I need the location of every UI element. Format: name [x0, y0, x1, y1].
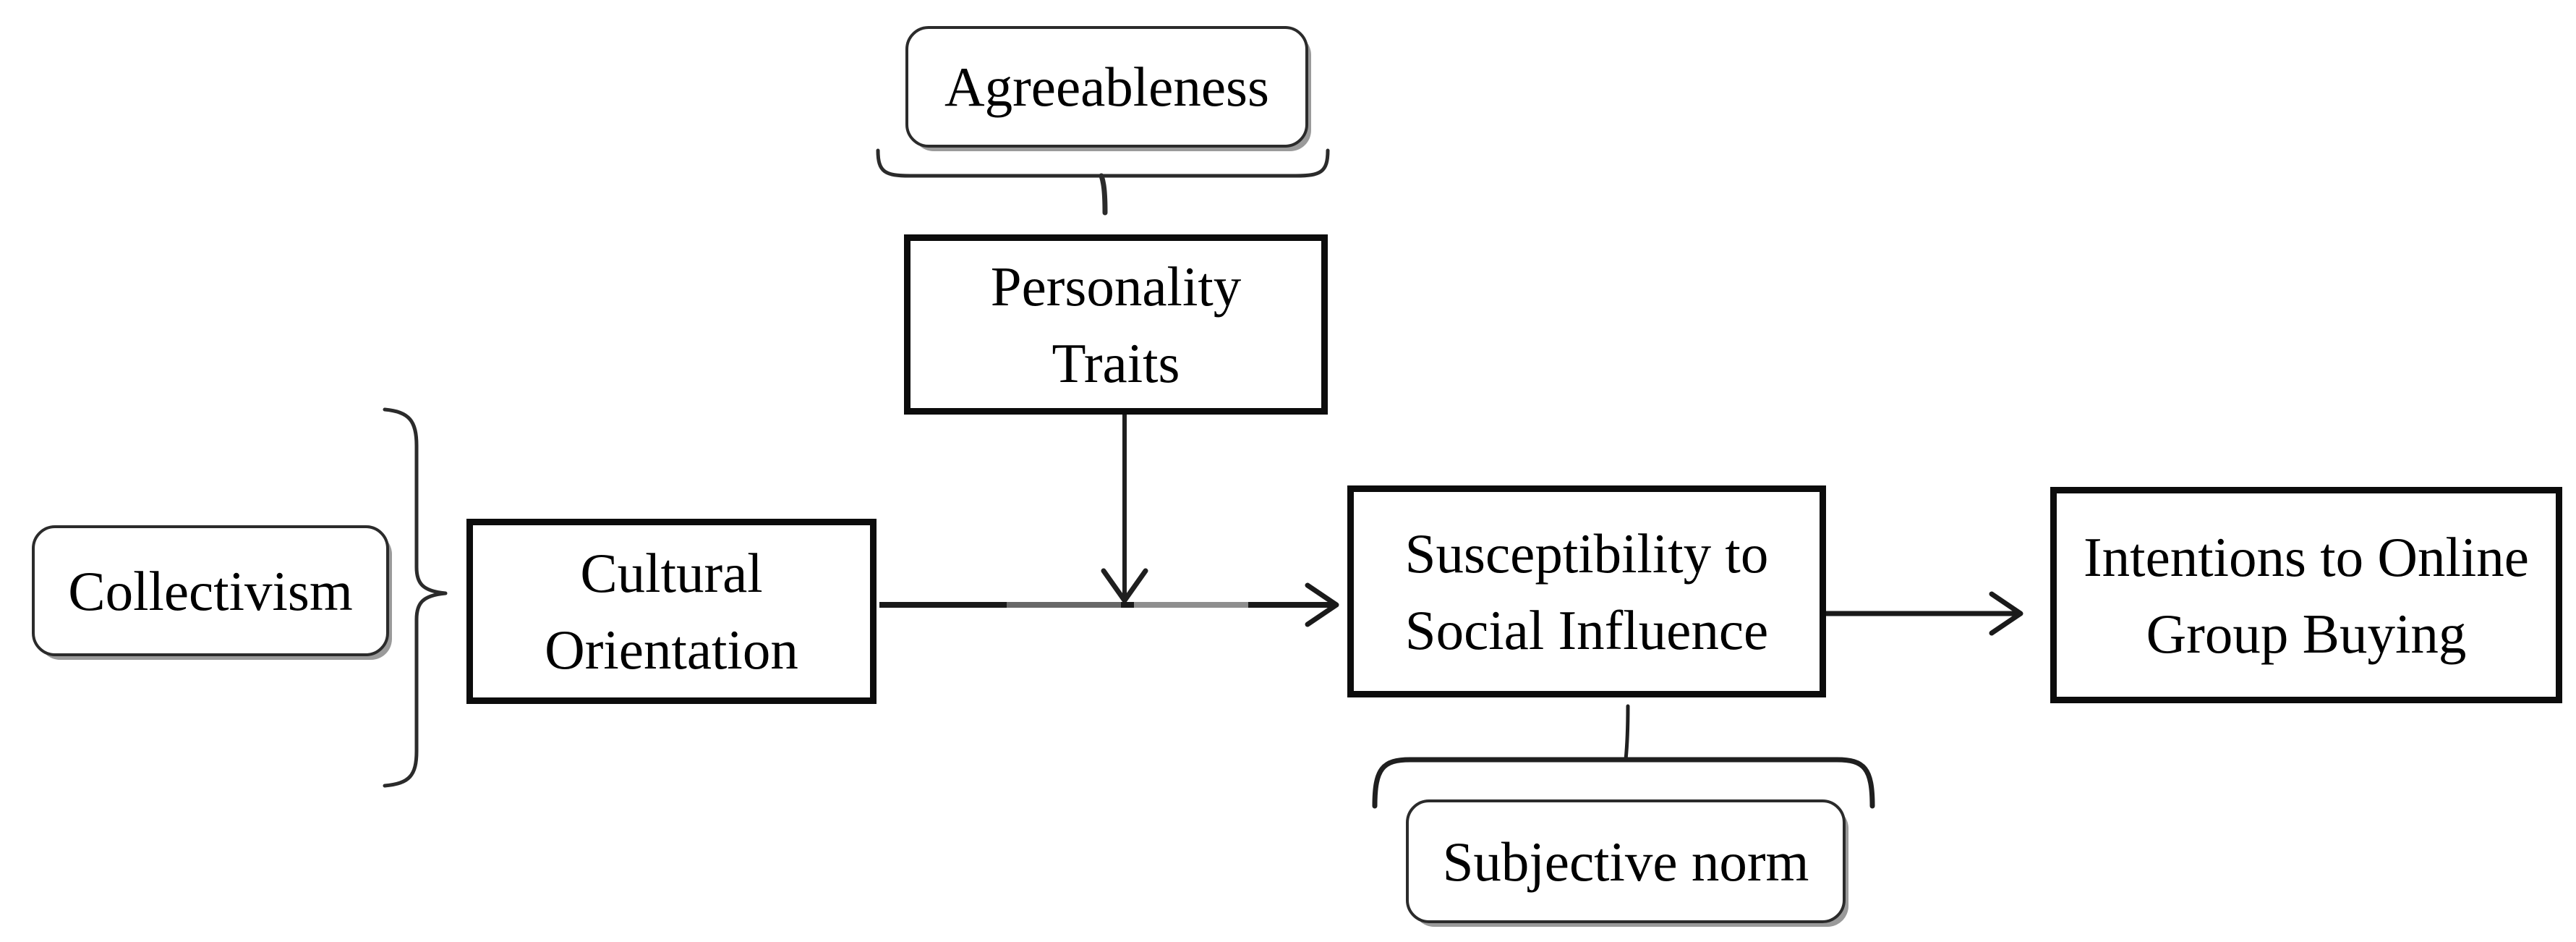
arrow-susceptibility-to-intentions	[1826, 591, 2023, 636]
node-cultural-orientation-line2: Orientation	[545, 619, 798, 681]
arrow-personality-to-path	[1101, 412, 1148, 603]
brace-subjective-to-susceptibility	[1372, 704, 1875, 809]
node-susceptibility: Susceptibility to Social Influence	[1347, 485, 1826, 697]
node-collectivism: Collectivism	[32, 525, 389, 656]
node-personality-traits-line2: Traits	[1052, 331, 1180, 394]
node-agreeableness-label: Agreeableness	[944, 56, 1269, 118]
node-intentions-line2: Group Buying	[2146, 602, 2467, 665]
node-susceptibility-line2: Social Influence	[1404, 598, 1769, 661]
node-intentions-line1: Intentions to Online	[2084, 525, 2529, 588]
node-personality-traits-line1: Personality	[990, 255, 1242, 318]
node-subjective-norm: Subjective norm	[1406, 799, 1846, 923]
node-intentions: Intentions to Online Group Buying	[2050, 487, 2562, 703]
brace-agreeableness-to-personality	[876, 148, 1330, 216]
arrow-cultural-to-susceptibility	[879, 582, 1339, 627]
node-agreeableness: Agreeableness	[905, 26, 1308, 148]
node-cultural-orientation-line1: Cultural	[580, 542, 763, 604]
node-subjective-norm-label: Subjective norm	[1442, 830, 1809, 893]
node-collectivism-label: Collectivism	[68, 559, 353, 622]
brace-collectivism-to-cultural	[383, 407, 448, 788]
node-susceptibility-line1: Susceptibility to	[1404, 522, 1769, 585]
node-cultural-orientation: Cultural Orientation	[466, 519, 877, 704]
node-personality-traits: Personality Traits	[904, 234, 1328, 415]
